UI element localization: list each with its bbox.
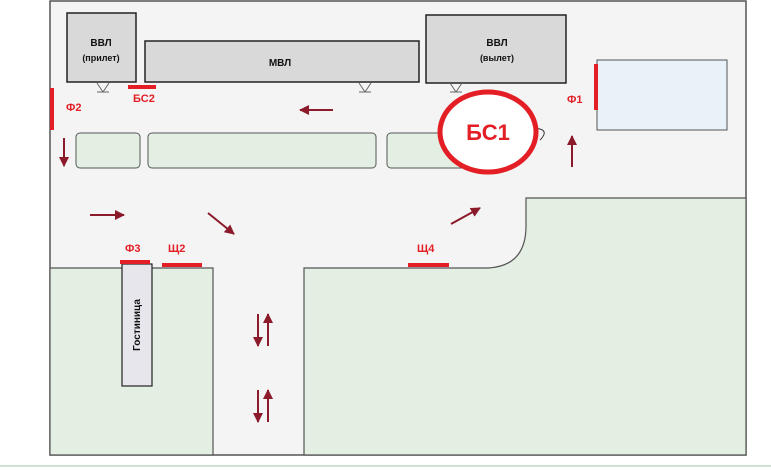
traffic-arrow (450, 207, 481, 225)
parking-lot (596, 59, 728, 131)
vvl-departure-line2: (вылет) (480, 53, 514, 63)
marker-f2-label: Ф2 (66, 102, 82, 114)
green-area-right (303, 197, 747, 456)
marker-f1-bar (594, 64, 598, 110)
building-vvl-arrival: ВВЛ (прилет) (66, 12, 137, 83)
marker-sh2-label: Щ2 (168, 243, 185, 255)
marker-f3-label: Ф3 (125, 243, 141, 255)
building-hotel: Гостиница (121, 263, 153, 387)
door-icon (449, 82, 463, 93)
marker-sh2-bar (162, 263, 202, 267)
marker-f2-bar (50, 88, 54, 130)
building-vvl-departure: ВВЛ (вылет) (425, 14, 567, 84)
traffic-arrow (207, 212, 235, 235)
marker-f3-bar (120, 260, 150, 264)
mvl-label: МВЛ (269, 58, 291, 69)
vvl-arrival-line2: (прилет) (82, 53, 119, 63)
marker-f1-label: Ф1 (567, 94, 583, 106)
hotel-label: Гостиница (132, 299, 143, 351)
island-2 (147, 132, 377, 169)
traffic-arrows (59, 105, 577, 423)
marker-bs2-bar (128, 85, 156, 89)
vvl-departure-line1: ВВЛ (486, 38, 507, 49)
island-1 (75, 132, 141, 169)
marker-sh4-label: Щ4 (417, 243, 435, 255)
door-icon (96, 82, 110, 93)
bs1-callout: БС1 (437, 89, 545, 175)
marker-sh4-bar (408, 263, 449, 267)
building-mvl: МВЛ (144, 40, 420, 83)
marker-bs2-label: БС2 (133, 93, 155, 105)
vvl-arrival-line1: ВВЛ (90, 38, 111, 49)
marker-bs1-label: БС1 (466, 120, 510, 145)
door-icon (358, 82, 372, 93)
